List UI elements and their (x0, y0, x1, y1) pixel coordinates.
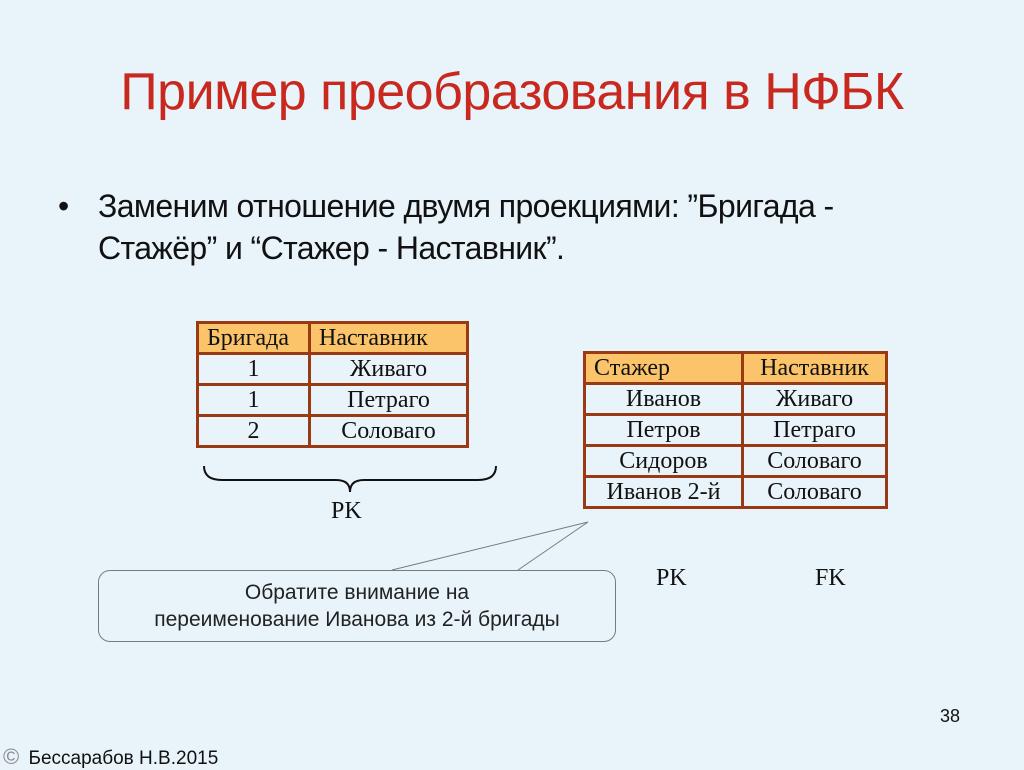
table-trainee-mentor: Стажер Наставник Иванов Живаго Петров Пе… (583, 351, 888, 509)
callout-note: Обратите внимание на переименование Иван… (98, 570, 616, 642)
table-row: 1 Живаго (196, 352, 469, 386)
page-number: 38 (940, 706, 961, 726)
table-cell: Иванов 2-й (583, 475, 744, 509)
pk-label-right: PK (656, 565, 687, 591)
table-cell: Петраго (308, 383, 469, 417)
column-header: Наставник (308, 321, 469, 355)
table-cell: 1 (196, 352, 311, 386)
column-header: Наставник (741, 351, 888, 385)
table-header-row: Бригада Наставник (196, 321, 469, 355)
table-row: 1 Петраго (196, 383, 469, 417)
table-cell: 1 (196, 383, 311, 417)
table-cell: 2 (196, 414, 311, 448)
bullet-point: • Заменим отношение двумя проекциями: ”Б… (58, 185, 938, 269)
column-header: Бригада (196, 321, 311, 355)
pk-label-left: PK (331, 498, 362, 524)
footer: © Бессарабов Н.В.2015 (3, 744, 218, 770)
table-row: Петров Петраго (583, 413, 888, 447)
table-row: Сидоров Соловаго (583, 444, 888, 478)
table-cell: Живаго (741, 382, 888, 416)
table-cell: Сидоров (583, 444, 744, 478)
footer-author: Бессарабов Н.В.2015 (28, 748, 219, 769)
table-cell: Иванов (583, 382, 744, 416)
callout-line-1: Обратите внимание на (244, 581, 470, 604)
table-cell: Соловаго (308, 414, 469, 448)
bullet-text: Заменим отношение двумя проекциями: ”Бри… (98, 188, 834, 266)
table-row: 2 Соловаго (196, 414, 469, 448)
table-cell: Соловаго (741, 475, 888, 509)
table-cell: Соловаго (741, 444, 888, 478)
brace-icon (203, 465, 497, 493)
fk-label-right: FK (815, 565, 846, 591)
table-cell: Петраго (741, 413, 888, 447)
callout-line-2: переименование Иванова из 2-й бригады (154, 608, 560, 631)
column-header: Стажер (583, 351, 744, 385)
table-cell: Петров (583, 413, 744, 447)
callout-pointer (391, 521, 589, 571)
bullet-marker: • (58, 188, 70, 224)
table-cell: Живаго (308, 352, 469, 386)
copyright-icon: © (3, 744, 20, 769)
table-row: Иванов Живаго (583, 382, 888, 416)
slide-title: Пример преобразования в НФБК (120, 63, 904, 121)
table-header-row: Стажер Наставник (583, 351, 888, 385)
table-brigade-mentor: Бригада Наставник 1 Живаго 1 Петраго 2 С… (196, 321, 469, 448)
table-row: Иванов 2-й Соловаго (583, 475, 888, 509)
